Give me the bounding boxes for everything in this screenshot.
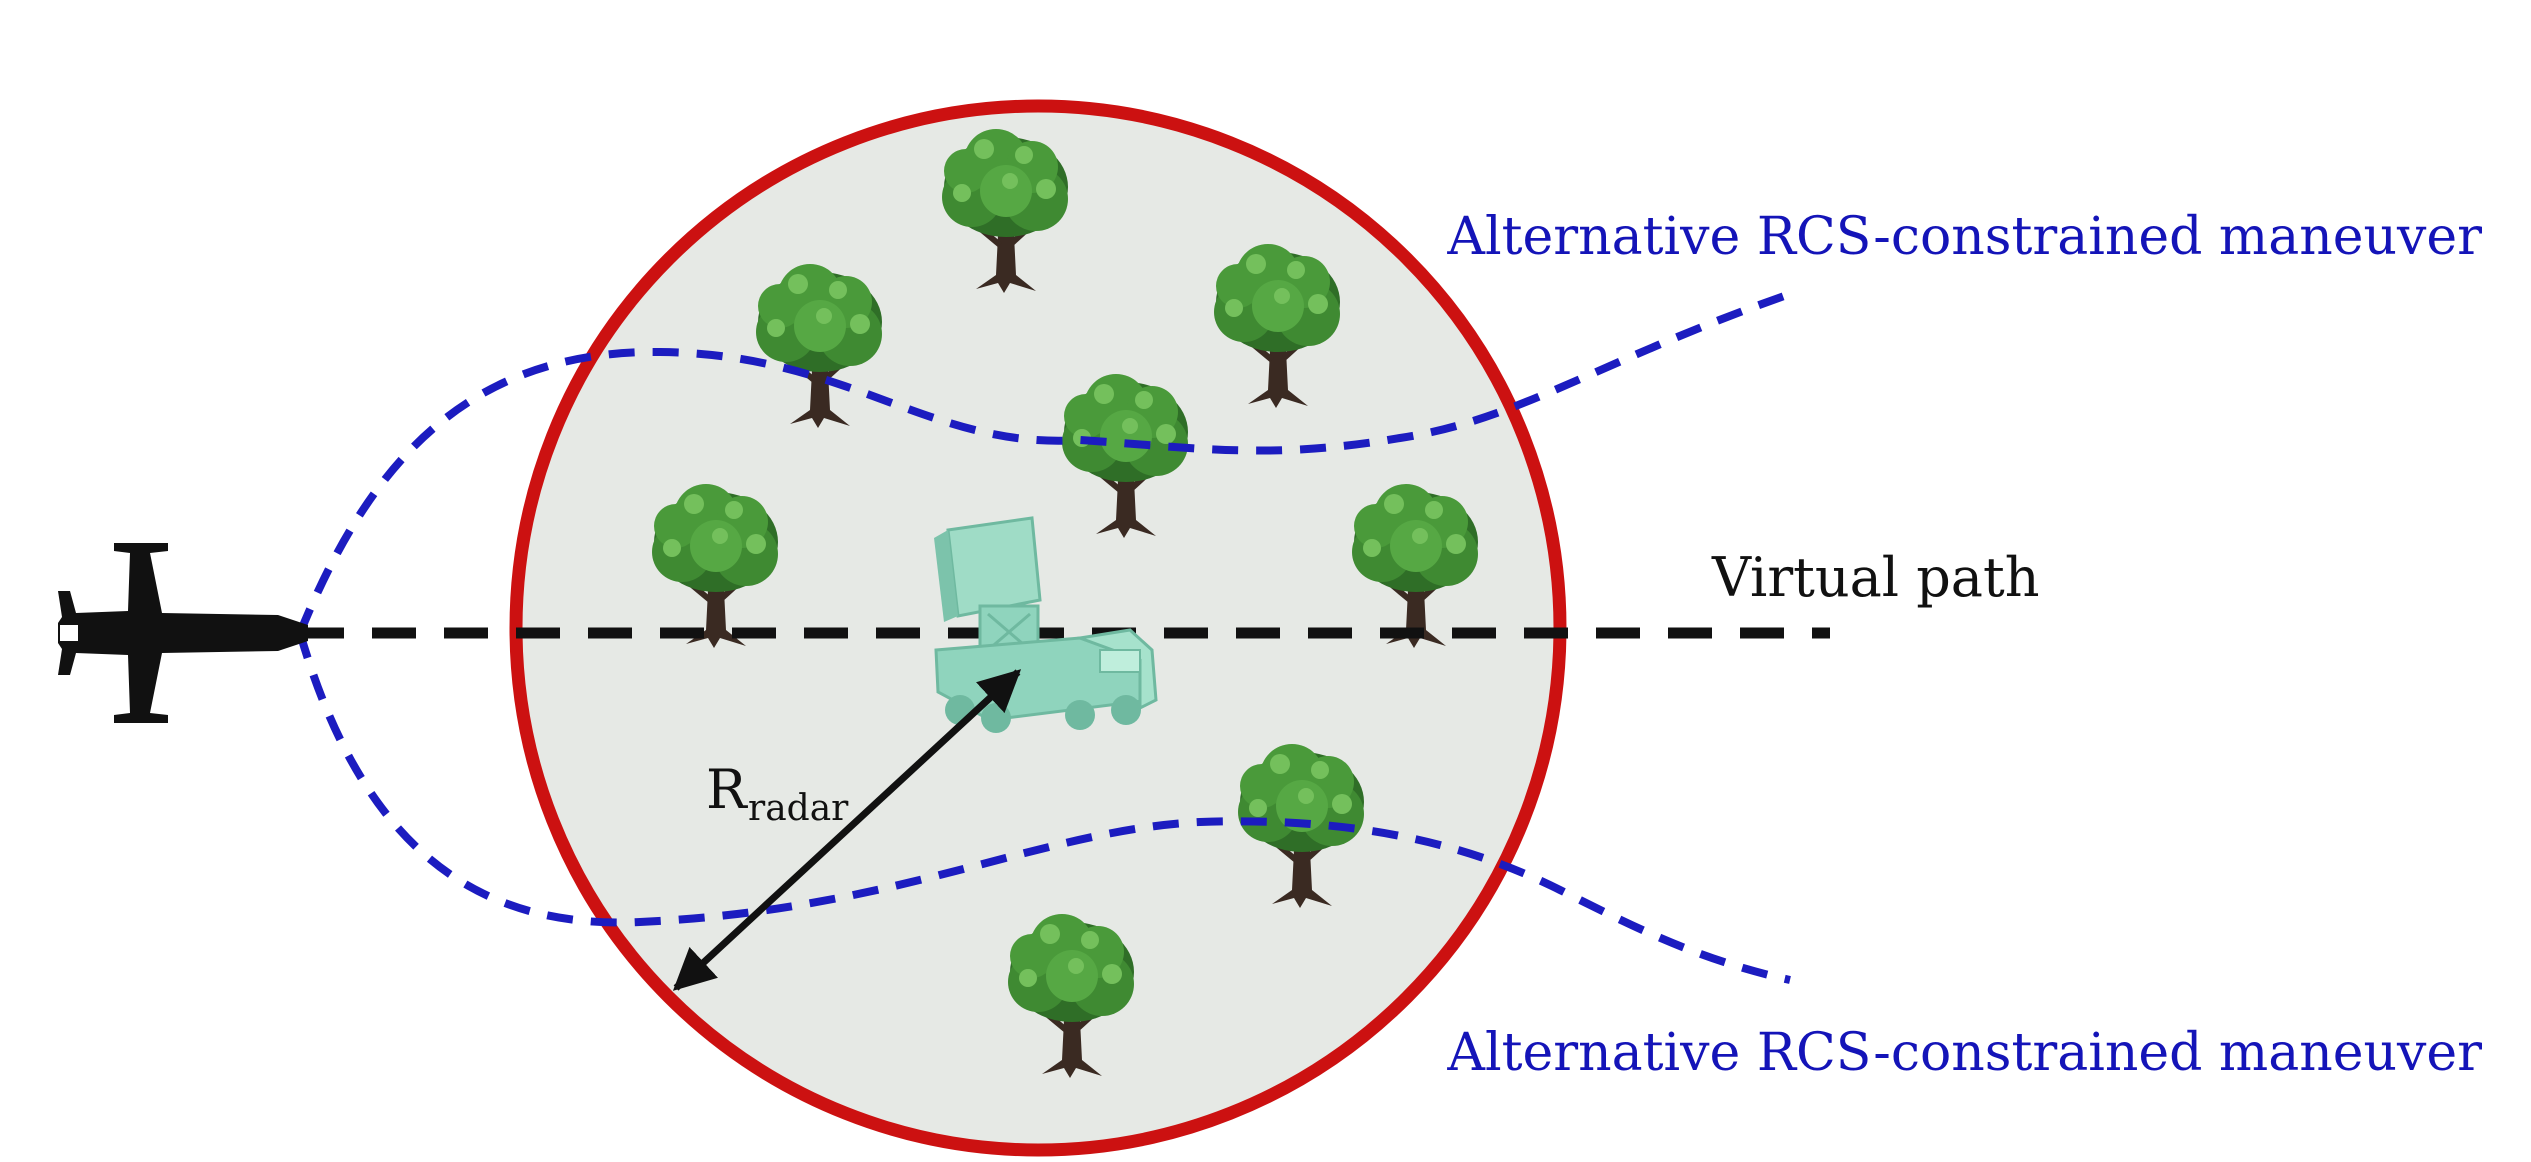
bottom-maneuver-label: Alternative RCS-constrained maneuver	[1446, 1023, 2482, 1083]
top-maneuver-label: Alternative RCS-constrained maneuver	[1446, 207, 2482, 267]
virtual-path-label: Virtual path	[1711, 546, 2039, 609]
radar-radius-label: R radar	[706, 758, 849, 829]
svg-text:R: R	[706, 758, 748, 821]
radar-radius-arrow	[672, 669, 1022, 991]
bottom-maneuver-path	[296, 631, 1791, 984]
top-maneuver-path	[296, 290, 1792, 635]
fighter-jet-icon	[58, 543, 308, 723]
svg-text:radar: radar	[748, 788, 849, 829]
